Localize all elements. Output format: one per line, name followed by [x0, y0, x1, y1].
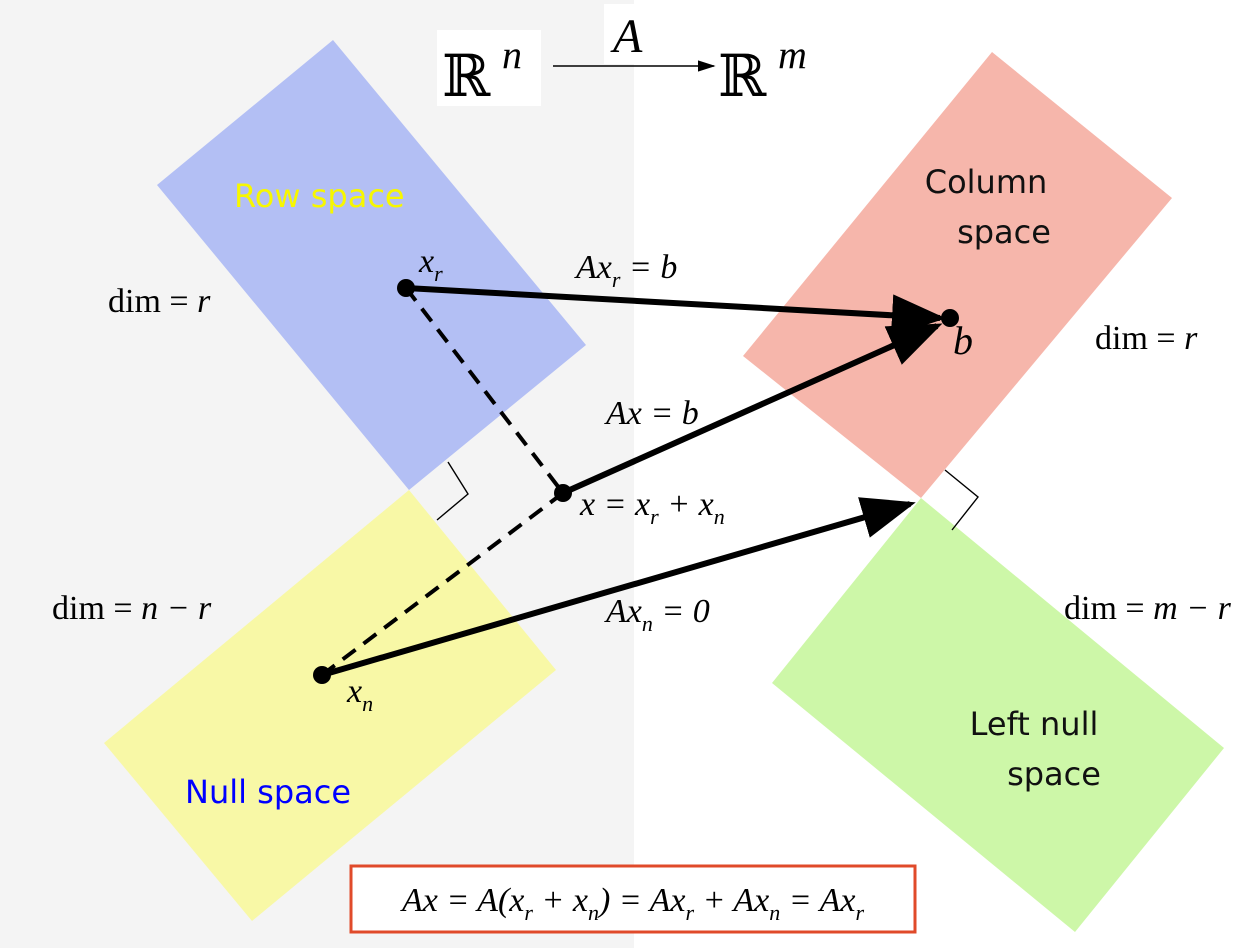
domain-box — [437, 30, 541, 106]
ax-equals-b-label: Ax = b — [604, 395, 699, 432]
formula-box — [349, 864, 917, 934]
dashed-line-xr-to-x — [404, 286, 565, 495]
xr-label: xr — [418, 243, 443, 286]
right-angle-mark-left — [436, 461, 469, 521]
arrow-x-to-b — [561, 323, 943, 496]
row-space-label: Row space — [234, 177, 405, 215]
map-label-box — [604, 4, 662, 64]
null-space-region — [104, 490, 556, 921]
left-null-space-label-line1: Left null — [970, 705, 1099, 743]
map-label: A — [610, 10, 643, 63]
point-b — [941, 309, 959, 327]
left-null-space-region — [772, 498, 1224, 932]
column-space-label-line1: Column — [925, 163, 1048, 201]
b-label: b — [953, 318, 973, 363]
point-x — [554, 484, 572, 502]
x-decomposition-label: x = xr + xn — [579, 486, 725, 529]
left-null-space-label-line2: space — [1007, 755, 1101, 793]
column-space-dim: dim = r — [1095, 320, 1198, 357]
column-space-label-line2: space — [957, 213, 1051, 251]
codomain-symbol: ℝ — [718, 44, 767, 109]
null-space-dim: dim = n − r — [52, 590, 212, 627]
xn-label: xn — [346, 673, 373, 716]
point-xr — [397, 279, 415, 297]
row-space-dim: dim = r — [108, 283, 211, 320]
left-null-space-dim: dim = m − r — [1064, 590, 1232, 627]
domain-exponent: n — [502, 32, 522, 77]
column-space-region — [743, 52, 1172, 498]
row-space-region — [157, 40, 586, 490]
right-angle-mark-right — [944, 469, 979, 531]
axr-equals-b-label: Axr = b — [574, 249, 677, 292]
arrow-xn-to-zero — [321, 497, 916, 678]
arrow-xr-to-b — [405, 285, 946, 337]
point-xn — [313, 666, 331, 684]
axn-equals-zero-label: Axn = 0 — [604, 593, 710, 636]
codomain-exponent: m — [778, 32, 807, 77]
formula-text: Ax = A(xr + xn) = Axr + Axn = Axr — [400, 882, 864, 925]
domain-symbol: ℝ — [442, 44, 491, 109]
null-space-label: Null space — [185, 773, 351, 811]
